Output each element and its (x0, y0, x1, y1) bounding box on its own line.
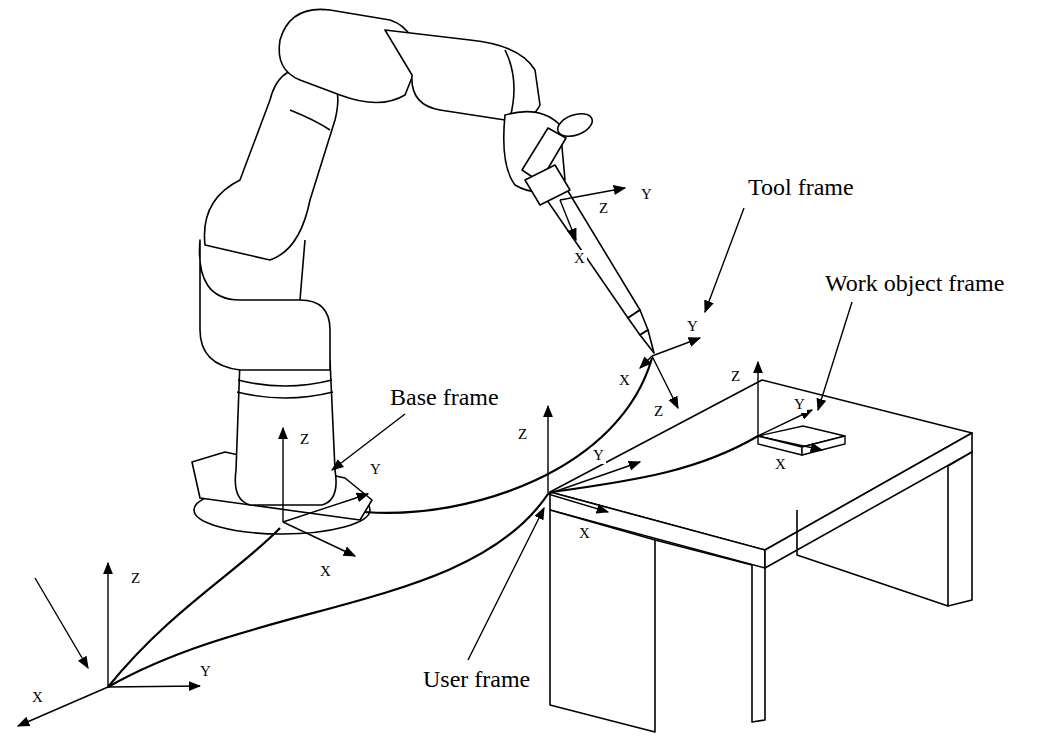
table (550, 380, 972, 732)
axis-label: X (30, 689, 45, 706)
axis-label: X (318, 563, 333, 580)
column (235, 360, 336, 505)
axis-label: Y (639, 186, 654, 203)
axis-label: X (577, 525, 592, 542)
axis-label: X (572, 250, 587, 267)
table-leg (550, 510, 655, 732)
coordinate-axes (18, 188, 822, 726)
axis-label: Y (368, 461, 383, 478)
frame-callout: Work object frame (823, 270, 1006, 296)
axis-label: Z (652, 403, 665, 420)
axis-label: Y (685, 318, 700, 335)
axis-label: Z (129, 570, 142, 587)
axis-label: Z (298, 431, 311, 448)
frame-callout: Tool frame (746, 174, 856, 200)
robot-arm (192, 9, 654, 534)
axis-label: Y (198, 663, 213, 680)
axis-label: X (773, 456, 788, 473)
frame-curves (108, 358, 758, 687)
axis-label: X (617, 372, 632, 389)
axis-label: Z (516, 426, 529, 443)
forearm (385, 30, 540, 121)
leader-lines (332, 208, 852, 660)
upper-arm (204, 68, 337, 260)
axis-label: Y (591, 447, 606, 464)
axis-label: Z (729, 368, 742, 385)
frame-callout: Base frame (388, 384, 501, 410)
axis-label: Y (792, 396, 807, 413)
table-leg (948, 452, 972, 606)
frame-callout: User frame (421, 666, 532, 692)
pen-tool (540, 178, 640, 318)
axis-label: Z (597, 200, 610, 217)
elbow-joint (279, 9, 416, 102)
